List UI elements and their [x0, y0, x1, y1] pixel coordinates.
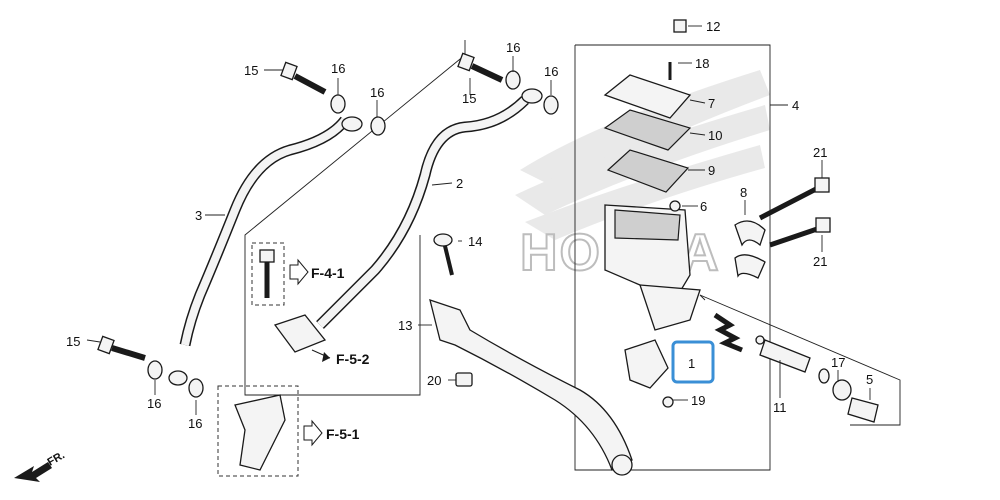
piston-spring: [713, 312, 743, 353]
screw-19: [662, 396, 674, 408]
diaphragm-plate-10: [603, 109, 692, 151]
pivot-bolt-14: [433, 233, 454, 276]
brake-hose-3: [179, 116, 350, 347]
caliper-stub: [234, 394, 286, 471]
ref-label-f-5-1: F-5-1: [326, 426, 360, 442]
callout-15: 15: [66, 334, 80, 349]
assembly-4-outline: [574, 44, 771, 471]
cap-12: [673, 19, 687, 33]
callout-15: 15: [462, 91, 476, 106]
caliper-detail-dashed: [217, 385, 299, 477]
callout-20: 20: [427, 373, 441, 388]
holder-8-bottom: [734, 254, 766, 279]
cup-seal: [818, 368, 830, 384]
lever-mount: [639, 284, 701, 331]
callout-labels: 15 16 16 3 2 15 16 16 15 16 16 12 18 7 1…: [66, 19, 873, 431]
callout-2: 2: [456, 176, 463, 191]
ref-f-4-1: F-4-1: [289, 258, 345, 286]
highlight-box: [671, 340, 715, 384]
callout-8: 8: [740, 185, 747, 200]
callout-15: 15: [244, 63, 258, 78]
callout-13: 13: [398, 318, 412, 333]
boot-5: [847, 397, 879, 423]
diaphragm-9: [606, 149, 690, 193]
brake-switch-1: [624, 339, 669, 389]
ref-label-f-5-2: F-5-2: [336, 351, 370, 367]
piston: [759, 339, 811, 373]
banjo-bolt-15-top-right: [457, 52, 504, 83]
front-direction-arrow: FR.: [14, 449, 67, 482]
ref-f-5-1: F-5-1: [303, 419, 360, 447]
callout-16: 16: [370, 85, 384, 100]
bolt-21-upper: [758, 177, 830, 221]
callout-16: 16: [506, 40, 520, 55]
reservoir-opening: [614, 209, 681, 241]
callout-21: 21: [813, 145, 827, 160]
callout-16: 16: [544, 64, 558, 79]
callout-16: 16: [188, 416, 202, 431]
callout-9: 9: [708, 163, 715, 178]
callout-12: 12: [706, 19, 720, 34]
callout-19: 19: [691, 393, 705, 408]
assembly-11-outline: [699, 294, 901, 426]
callout-6: 6: [700, 199, 707, 214]
washer-16: [147, 70, 559, 398]
bolt-detail-dashed: [251, 242, 285, 306]
holder-8-top: [734, 220, 766, 247]
reservoir-cover-7: [603, 74, 692, 119]
bolt-21-lower: [769, 217, 831, 248]
hose-joint-block: [273, 314, 327, 353]
banjo-bolt-15-top-left: [280, 61, 327, 95]
callout-1: 1: [688, 356, 695, 371]
callout-17: 17: [831, 355, 845, 370]
bolt-detail: [259, 249, 275, 298]
front-direction-label: FR.: [46, 449, 67, 468]
callout-4: 4: [792, 98, 799, 113]
callout-11: 11: [773, 400, 787, 415]
screw-6: [669, 200, 681, 212]
brake-lever-13: [429, 299, 633, 471]
hose-3-eye: [341, 116, 363, 132]
callout-10: 10: [708, 128, 722, 143]
callout-18: 18: [695, 56, 709, 71]
inset-outline: [244, 40, 466, 396]
ref-f-5-2: F-5-2: [311, 349, 370, 367]
callout-3: 3: [195, 208, 202, 223]
seal-17: [832, 379, 852, 401]
callout-16: 16: [147, 396, 161, 411]
callout-7: 7: [708, 96, 715, 111]
callout-5: 5: [866, 372, 873, 387]
hose-3-lower-eye: [168, 370, 188, 386]
callout-14: 14: [468, 234, 482, 249]
leader-lines: [86, 25, 871, 415]
callout-21: 21: [813, 254, 827, 269]
callout-16: 16: [331, 61, 345, 76]
ref-label-f-4-1: F-4-1: [311, 265, 345, 281]
hose-2-eye: [521, 88, 543, 104]
nut-20: [455, 372, 473, 387]
banjo-bolt-15-left: [97, 335, 146, 361]
